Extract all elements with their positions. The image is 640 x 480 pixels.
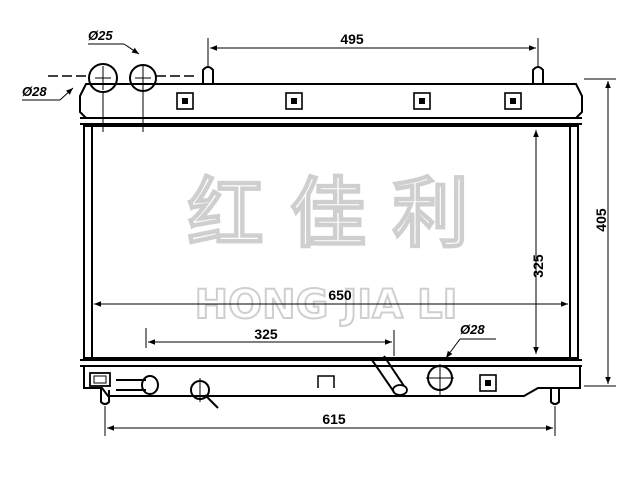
- bottom-tank: [80, 355, 582, 409]
- top-inlet-pipes: [48, 63, 196, 132]
- dimension-bottom-width: 615: [104, 406, 556, 436]
- dimension-label-core-height: 325: [530, 254, 546, 278]
- dimension-label-core-width: 650: [328, 287, 352, 303]
- diameter-label-inlet-top: Ø25: [88, 28, 113, 43]
- dimension-label-overall-height: 405: [593, 208, 609, 232]
- watermark-chinese: 红 佳 利: [188, 169, 469, 258]
- diameter-callout-outlet-bottom: Ø28: [445, 322, 496, 359]
- radiator-core: [83, 125, 579, 359]
- diameter-label-inlet-left: Ø28: [22, 84, 47, 99]
- dimension-label-inner-width: 325: [254, 326, 278, 342]
- dimension-label-top-width: 495: [340, 31, 364, 47]
- dimension-overall-height: 405: [584, 78, 616, 387]
- dimension-inner-width: 325: [145, 326, 395, 356]
- top-tank: [79, 66, 583, 125]
- top-mount-squares: [176, 92, 522, 110]
- diameter-callout-inlet-top: Ø25: [88, 28, 140, 55]
- dimension-label-bottom-width: 615: [322, 411, 346, 427]
- diameter-label-outlet-bottom: Ø28: [460, 322, 485, 337]
- dimension-core-height: 325: [530, 130, 546, 354]
- dimension-top-width: 495: [207, 31, 539, 68]
- watermark: 红 佳 利 HONG JIA LI: [187, 168, 470, 329]
- diameter-callout-inlet-left: Ø28: [22, 84, 74, 101]
- watermark-english: HONG JIA LI: [195, 282, 458, 328]
- dimension-core-width: 650: [94, 287, 568, 307]
